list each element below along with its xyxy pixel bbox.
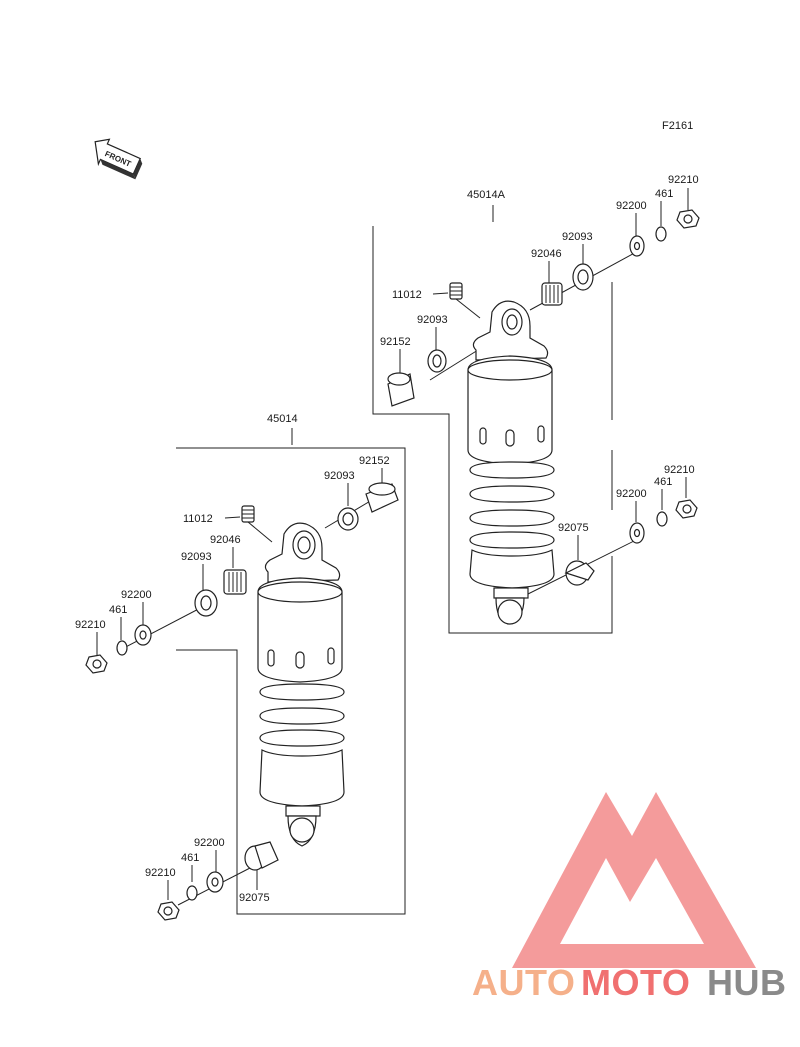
logo-word-hub: HUB (707, 962, 787, 1003)
upper-label-92093: 92093 (562, 231, 593, 243)
upper-label-92200: 92200 (616, 200, 647, 212)
lower-label-92046: 92046 (210, 534, 241, 546)
upper-assembly-id: 45014A (467, 189, 506, 201)
upper-label-11012: 11012 (392, 289, 422, 301)
lower-label-92152: 92152 (359, 455, 390, 467)
lower-label-92093: 92093 (324, 470, 355, 482)
lower-nut-92210-icon (85, 654, 108, 674)
upper-label-92210b: 92210 (664, 464, 695, 476)
upper-collar-92152-icon (387, 372, 415, 407)
lower-collar-92152-icon (365, 482, 399, 513)
upper-nut-92210b-icon (675, 499, 698, 519)
lower-seal-92093-icon (337, 507, 359, 531)
lower-assembly-id: 45014 (267, 413, 298, 425)
upper-lockwasher-461b-icon (656, 511, 668, 527)
lower-collar-92075-icon (244, 841, 279, 871)
lower-nut-92210b-icon (157, 901, 180, 921)
upper-washer-92200b-icon (629, 522, 645, 544)
lower-label-92075: 92075 (239, 892, 270, 904)
lower-bearing-92046-icon (223, 569, 247, 595)
lower-lockwasher-461-icon (116, 640, 128, 656)
upper-assembly: 45014A 92210 461 92200 92093 92046 11012… (372, 174, 700, 634)
upper-label-92210: 92210 (668, 174, 699, 186)
lower-label-461b: 461 (181, 852, 199, 864)
upper-washer-92200-icon (629, 235, 645, 257)
lower-label-92210: 92210 (75, 619, 106, 631)
upper-label-92046: 92046 (531, 248, 562, 260)
lower-grease-fitting-11012-icon (241, 505, 273, 543)
upper-seal-92093-icon (572, 263, 594, 291)
lower-label-461: 461 (109, 604, 127, 616)
lower-washer-92200-icon (134, 624, 152, 646)
lower-lockwasher-461b-icon (186, 885, 198, 901)
lower-label-92210b: 92210 (145, 867, 176, 879)
lower-label-92093b: 92093 (181, 551, 212, 563)
upper-shock-body-icon (467, 300, 555, 625)
upper-label-92093b: 92093 (417, 314, 448, 326)
upper-label-92200b: 92200 (616, 488, 647, 500)
upper-lockwasher-461-icon (655, 226, 667, 242)
upper-bearing-92046-icon (541, 282, 563, 306)
lower-washer-92200b-icon (206, 871, 224, 893)
lower-shock-body-icon (257, 522, 345, 847)
logo-word-auto: AUTO (472, 962, 575, 1003)
figure-code: F2161 (662, 120, 693, 132)
logo-triangle-icon (512, 792, 756, 968)
lower-assembly: 45014 92152 92093 11012 92046 92093 9220… (75, 413, 406, 921)
upper-label-461b: 461 (654, 476, 672, 488)
lower-seal-92093b-icon (194, 589, 218, 617)
upper-label-92152: 92152 (380, 336, 411, 348)
logo-word-moto: MOTO (581, 962, 690, 1003)
upper-nut-92210-icon (676, 209, 700, 229)
lower-label-11012: 11012 (183, 513, 213, 525)
front-arrow-icon: FRONT (94, 138, 143, 180)
upper-label-461: 461 (655, 188, 673, 200)
lower-label-92200b: 92200 (194, 837, 225, 849)
upper-grease-fitting-11012-icon (449, 282, 481, 319)
lower-label-92200: 92200 (121, 589, 152, 601)
upper-collar-92075-icon (564, 560, 595, 586)
upper-label-92075: 92075 (558, 522, 589, 534)
upper-seal-92093b-icon (427, 349, 447, 373)
automotohub-logo: AUTO MOTO HUB (472, 792, 787, 1003)
